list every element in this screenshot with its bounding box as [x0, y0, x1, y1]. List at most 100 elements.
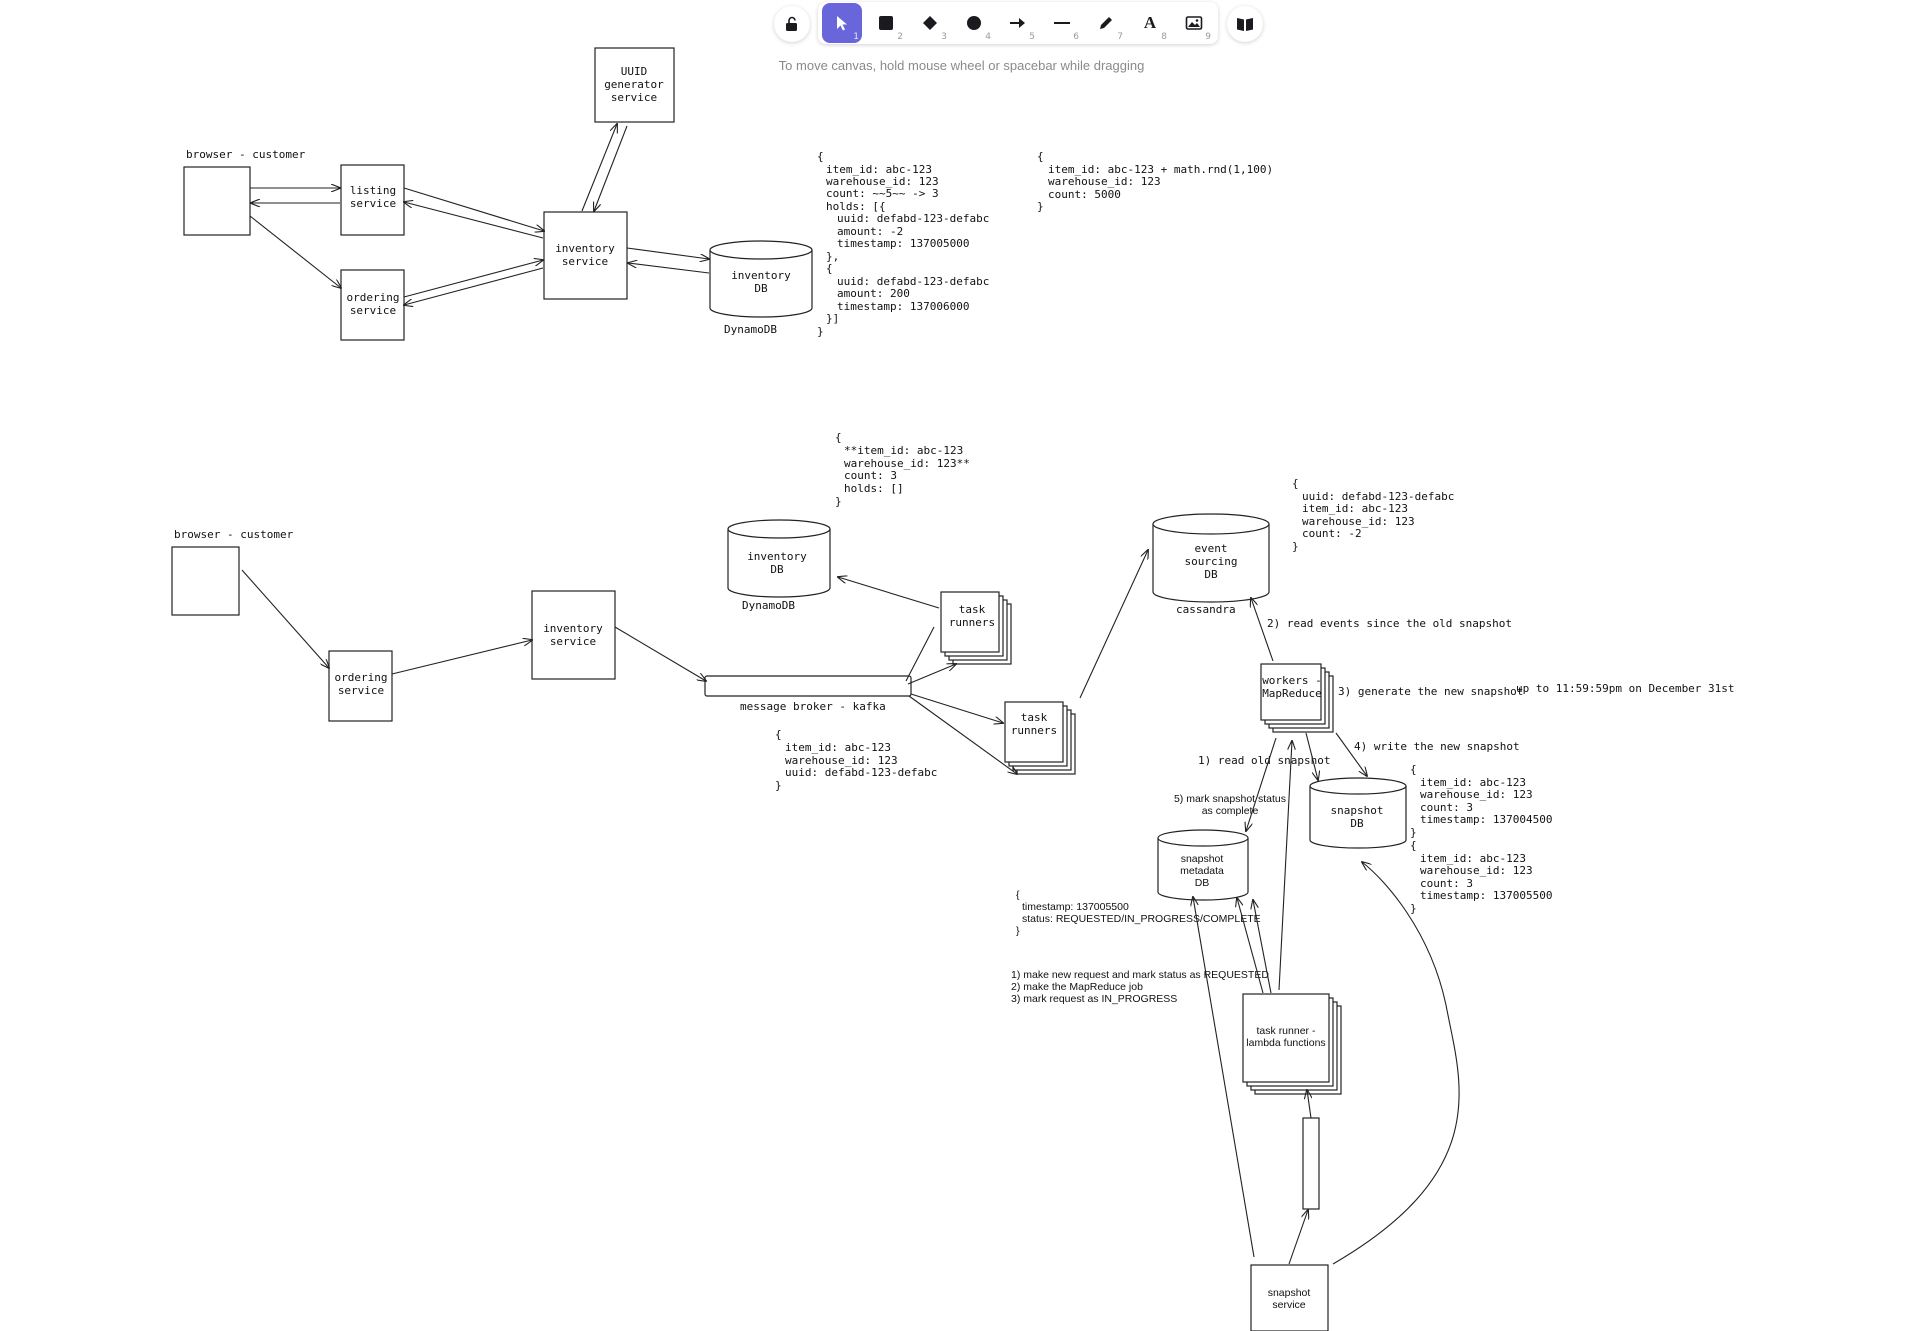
uuid-generator-box[interactable] — [594, 47, 675, 123]
message-broker-label: message broker - kafka — [740, 700, 886, 713]
snapshot-metadata-db-cylinder[interactable] — [1157, 829, 1249, 901]
snapshot-queue-box[interactable] — [1302, 1117, 1320, 1210]
arrow-listing-to-inventory — [403, 187, 544, 231]
arrow-db-to-inventory — [628, 263, 710, 274]
line-broker-to-taskrunner-a — [905, 626, 935, 682]
arrow-lambda-to-workers — [1278, 741, 1292, 991]
step-4-label: 4) write the new snapshot — [1354, 740, 1520, 753]
diamond-icon — [923, 16, 937, 30]
image-tool[interactable]: 9 — [1174, 3, 1214, 43]
canvas-hint: To move canvas, hold mouse wheel or spac… — [778, 58, 1145, 73]
lambda-task-runner-stack[interactable] — [1242, 993, 1342, 1095]
task-runners-stack-a[interactable] — [940, 591, 1012, 665]
arrows-diagram-2 — [241, 550, 1460, 1265]
inventory-db-cylinder-1[interactable] — [709, 240, 813, 318]
library-button[interactable] — [1227, 6, 1263, 42]
image-icon — [1185, 16, 1203, 30]
step-1-label: 1) read old snapshot — [1198, 754, 1330, 767]
arrow-inventory-to-broker — [614, 626, 706, 681]
arrow-workers-read-events — [1251, 598, 1274, 662]
arrow-tool[interactable]: 5 — [998, 3, 1038, 43]
snapshot-json-note-1: { item_id: abc-123 warehouse_id: 123 cou… — [1410, 763, 1559, 839]
arrow-inventory-to-listing — [404, 202, 544, 239]
browser-customer-label-2: browser - customer — [174, 528, 294, 541]
arrow-inventory-to-db — [626, 247, 709, 259]
holds-json-note: { item_id: abc-123 warehouse_id: 123 cou… — [817, 150, 996, 338]
ordering-service-box-1[interactable] — [340, 269, 405, 341]
arrow-service-to-snapshotdb — [1332, 862, 1460, 1265]
browser-customer-label-1: browser - customer — [186, 148, 306, 161]
dynamodb-label-1: DynamoDB — [724, 323, 777, 336]
lambda-steps-note: 1) make new request and mark status as R… — [1011, 969, 1272, 1005]
snapshot-db-cylinder[interactable] — [1309, 777, 1407, 849]
arrow-service-to-queue — [1288, 1210, 1308, 1265]
unlock-icon — [786, 16, 797, 31]
arrow-broker-to-taskrunner-b-1 — [910, 693, 1003, 723]
text-icon: A — [1143, 13, 1157, 32]
ordering-service-box-2[interactable] — [328, 650, 393, 722]
step-3-label: 3) generate the new snapshot — [1338, 685, 1523, 698]
broker-json-note: { item_id: abc-123 warehouse_id: 123 uui… — [775, 728, 944, 792]
draw-tool[interactable]: 7 — [1086, 3, 1126, 43]
arrow-workers-to-snapshotdb — [1305, 732, 1318, 780]
arrow-broker-to-taskrunner-b-2 — [908, 695, 1017, 774]
arrow-broker-to-taskrunner-a — [907, 664, 956, 685]
line-icon — [1054, 22, 1070, 24]
arrow-browser-to-ordering-2 — [241, 569, 329, 668]
rectangle-icon — [879, 16, 893, 30]
event-json-note: { uuid: defabd-123-defabc item_id: abc-1… — [1292, 477, 1461, 553]
message-broker-box[interactable] — [704, 675, 912, 697]
diamond-tool[interactable]: 3 — [910, 3, 950, 43]
ellipse-tool[interactable]: 4 — [954, 3, 994, 43]
inventory-db-cylinder-2[interactable] — [727, 519, 831, 598]
line-tool[interactable]: 6 — [1042, 3, 1082, 43]
arrow-ordering-to-inventory — [403, 260, 543, 298]
listing-service-box[interactable] — [340, 164, 405, 236]
lambda-task-runner-label: task runner -lambda functions — [1246, 1025, 1325, 1049]
inventory-service-box-1[interactable] — [543, 211, 628, 300]
lock-button[interactable] — [774, 6, 810, 42]
arrow-taskrunner-to-eventdb — [1079, 550, 1148, 699]
event-sourcing-db-cylinder[interactable] — [1152, 513, 1270, 603]
arrow-queue-to-lambda — [1307, 1090, 1311, 1119]
browser-box-2[interactable] — [171, 546, 240, 616]
cursor-arrow-icon — [837, 16, 847, 31]
arrow-uuid-to-inventory — [594, 125, 628, 211]
workers-mapreduce-stack[interactable] — [1260, 663, 1334, 733]
snapshot-service-box[interactable] — [1250, 1264, 1329, 1331]
selection-tool[interactable]: 1 — [822, 3, 862, 43]
cassandra-label: cassandra — [1176, 603, 1236, 616]
arrow-taskrunner-to-inventorydb — [838, 577, 940, 609]
arrow-browser-to-ordering — [249, 215, 341, 288]
arrow-service-to-metadata — [1193, 897, 1255, 1258]
workers-mapreduce-label: workers -MapReduce — [1262, 674, 1322, 700]
task-runners-stack-b[interactable] — [1004, 701, 1076, 775]
arrow-workers-write-snapshot — [1335, 732, 1367, 776]
arrow-lambda-to-metadata-1 — [1237, 898, 1264, 994]
inventory-service-box-2[interactable] — [531, 590, 616, 680]
text-tool[interactable]: A 8 — [1143, 13, 1167, 42]
book-icon — [1237, 18, 1253, 31]
toolbar: 1 2 3 4 5 6 7 A 8 9 — [818, 2, 1218, 44]
count-json-note: { item_id: abc-123 + math.rnd(1,100) war… — [1037, 150, 1280, 213]
arrows-diagram-1 — [249, 124, 710, 305]
rectangle-tool[interactable]: 2 — [866, 3, 906, 43]
step-3-note: up to 11:59:59pm on December 31st — [1516, 682, 1735, 695]
browser-box-1[interactable] — [183, 166, 251, 236]
